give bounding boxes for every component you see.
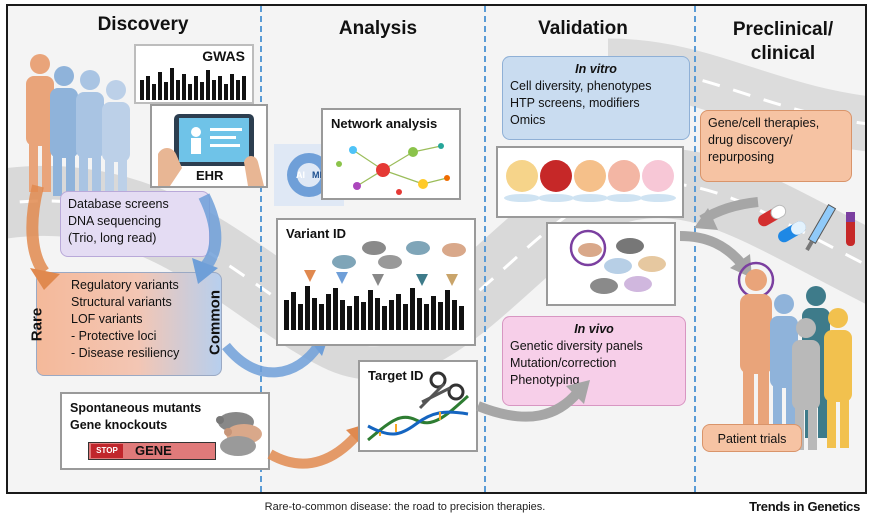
variant-id-panel: Variant ID <box>276 218 476 346</box>
column-divider <box>694 6 696 492</box>
variant-type: LOF variants <box>71 312 143 326</box>
in-vivo-item: Phenotyping <box>510 373 580 387</box>
petri-dishes <box>504 160 676 202</box>
in-vitro-box: In vitro Cell diversity, phenotypes HTP … <box>502 56 690 140</box>
mutant-model: Gene knockouts <box>70 418 168 432</box>
in-vivo-item: Mutation/correction <box>510 356 617 370</box>
ehr-panel: EHR <box>150 104 268 188</box>
column-divider <box>260 6 262 492</box>
preclinical-title-line: Preclinical/ <box>732 19 834 40</box>
gene-bar: STOP GENE <box>88 442 216 460</box>
ai-label: AI <box>296 170 305 180</box>
variant-manhattan-plot <box>284 241 466 330</box>
mouse-icon <box>216 412 262 456</box>
in-vivo-box: In vivo Genetic diversity panels Mutatio… <box>502 316 686 406</box>
pills-syringe-icon <box>758 203 855 251</box>
stop-sign-icon: STOP <box>91 444 123 458</box>
in-vitro-item: Omics <box>510 113 546 127</box>
screening-methods-box: Database screens DNA sequencing (Trio, l… <box>60 191 210 257</box>
variant-type: - Protective loci <box>71 329 157 343</box>
therapy-item: repurposing <box>708 150 775 164</box>
in-vivo-item: Genetic diversity panels <box>510 339 643 353</box>
column-divider <box>484 6 486 492</box>
gwas-label: GWAS <box>200 48 247 64</box>
mouse-models-panel <box>546 222 676 306</box>
therapy-item: drug discovery/ <box>708 133 793 147</box>
screening-method: DNA sequencing <box>68 214 162 228</box>
network-analysis-panel: Network analysis <box>321 108 461 200</box>
variant-type: - Disease resiliency <box>71 346 180 360</box>
variant-id-label: Variant ID <box>286 226 346 241</box>
ehr-label: EHR <box>196 168 224 183</box>
screening-method: Database screens <box>68 197 169 211</box>
mutant-model: Spontaneous mutants <box>70 401 202 415</box>
crispr-dna-icon <box>367 371 470 442</box>
target-id-label: Target ID <box>368 368 424 383</box>
in-vitro-title: In vitro <box>575 62 617 76</box>
population-figures <box>26 54 130 196</box>
patient-trials-box: Patient trials <box>702 424 802 452</box>
mutant-models-panel: Spontaneous mutants Gene knockouts STOP … <box>60 392 270 470</box>
variant-type: Structural variants <box>71 295 172 309</box>
variant-type: Regulatory variants <box>71 278 179 292</box>
tablet-icon <box>158 114 264 186</box>
target-id-panel: Target ID <box>358 360 478 452</box>
validation-title: Validation <box>538 18 628 39</box>
gwas-manhattan-plot <box>140 68 246 100</box>
gwas-panel: GWAS <box>134 44 254 104</box>
analysis-title: Analysis <box>338 18 418 39</box>
in-vitro-item: HTP screens, modifiers <box>510 96 640 110</box>
screening-method: (Trio, long read) <box>68 231 157 245</box>
therapies-box: Gene/cell therapies, drug discovery/ rep… <box>700 110 852 182</box>
figure-caption: Rare-to-common disease: the road to prec… <box>264 501 546 513</box>
preclinical-title: Preclinical/ clinical <box>708 18 858 66</box>
variant-types-box: Regulatory variants Structural variants … <box>36 272 222 376</box>
mouse-group-icon <box>569 229 666 294</box>
patients-figures <box>737 261 852 450</box>
network-graph <box>336 143 450 195</box>
validation-arrows <box>476 197 759 422</box>
figure-frame: Discovery Analysis Validation Preclinica… <box>6 4 867 494</box>
therapy-item: Gene/cell therapies, <box>708 116 820 130</box>
in-vivo-title: In vivo <box>574 322 614 336</box>
journal-brand: Trends in Genetics <box>749 499 860 514</box>
mutant-models-label: Spontaneous mutants Gene knockouts <box>70 400 201 434</box>
ml-label: ML <box>312 170 325 180</box>
gene-label: GENE <box>135 443 172 458</box>
discovery-title: Discovery <box>97 14 189 35</box>
network-analysis-label: Network analysis <box>331 116 438 131</box>
preclinical-title-line: clinical <box>750 43 816 64</box>
in-vitro-item: Cell diversity, phenotypes <box>510 79 652 93</box>
cell-culture-panel <box>496 146 684 218</box>
